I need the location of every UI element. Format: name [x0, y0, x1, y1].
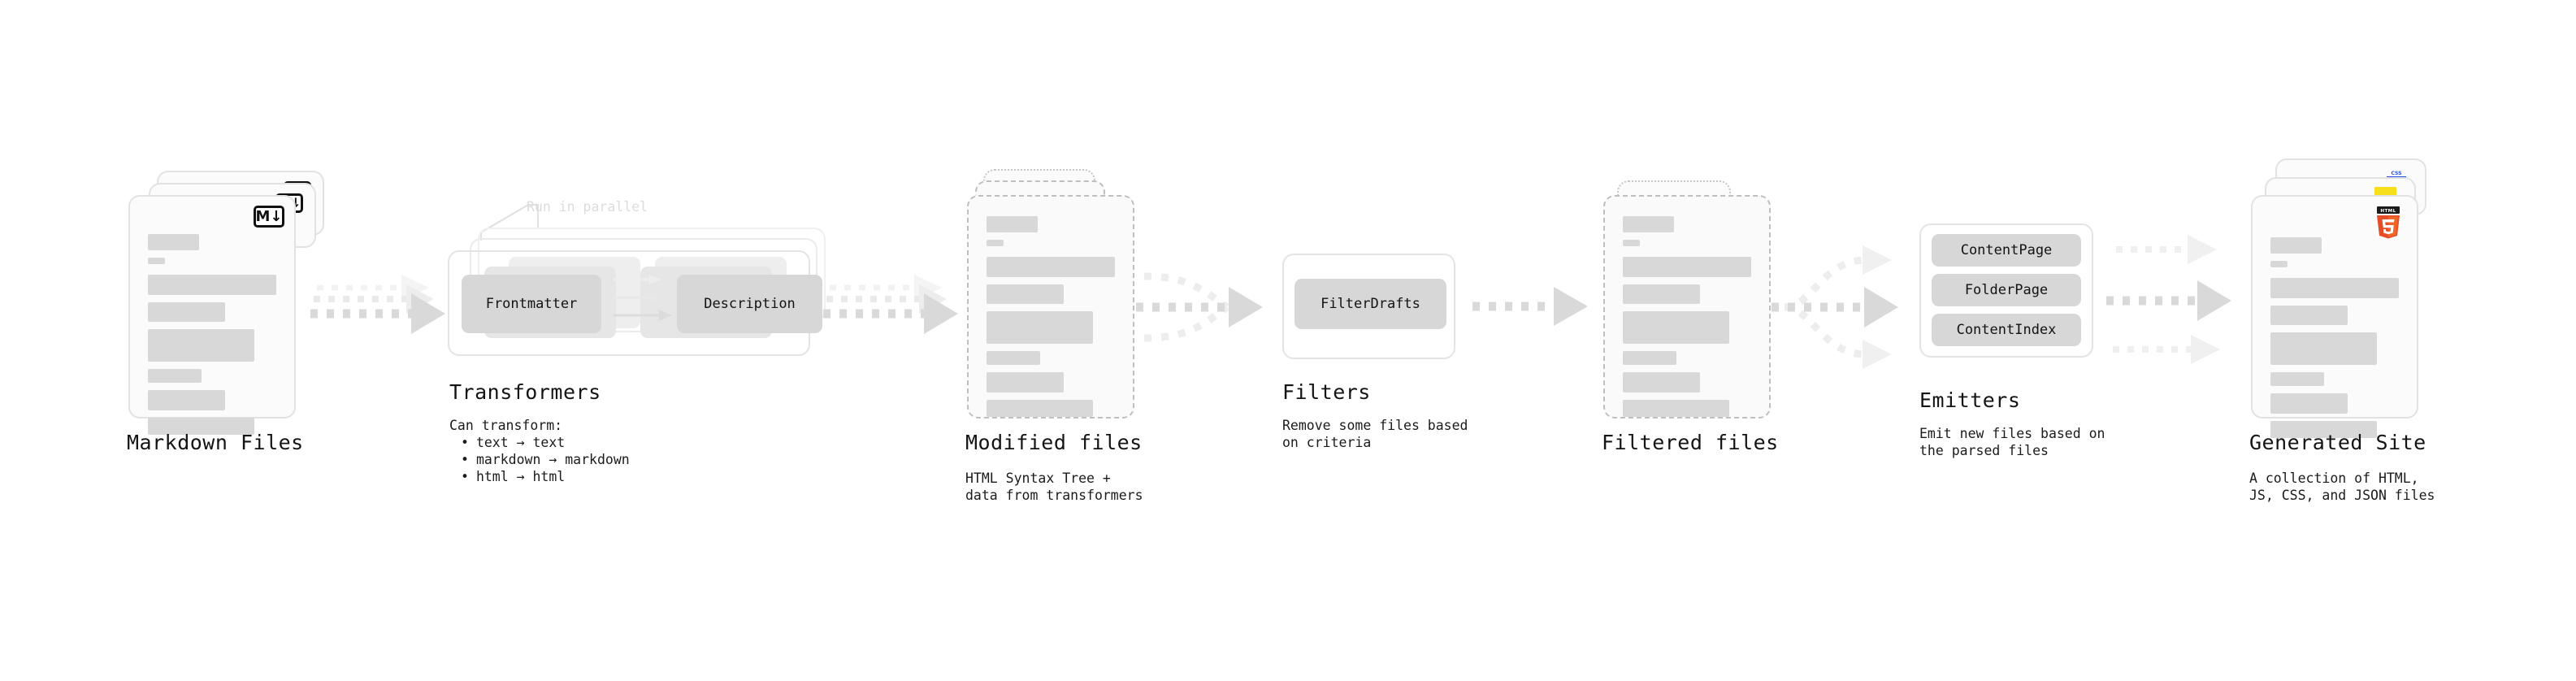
transformers-bullet-item: text → text: [461, 434, 630, 451]
content-bar: [2270, 278, 2399, 298]
content-bar: [2270, 237, 2322, 254]
generated-site-title: Generated Site: [2249, 431, 2426, 454]
content-bar: [1623, 351, 1677, 365]
arrow-modified-to-filters: [1136, 262, 1290, 359]
content-bar: [148, 369, 202, 383]
markdown-files-title: Markdown Files: [127, 431, 304, 454]
arrow-md-to-transformers: [310, 268, 457, 341]
transformers-bullets-lead: Can transform:: [449, 418, 563, 433]
transformers-bullet-item: html → html: [461, 468, 630, 485]
generated-site-card-front: HTML: [2251, 195, 2418, 438]
emitter-node-contentpage[interactable]: ContentPage: [1932, 234, 2081, 267]
svg-text:HTML: HTML: [2380, 209, 2396, 214]
filters-title: Filters: [1282, 380, 1371, 404]
emitter-node-folderpage[interactable]: FolderPage: [1932, 274, 2081, 306]
content-bar: [1623, 400, 1730, 417]
content-bar: [987, 240, 1004, 246]
transformer-node-frontmatter[interactable]: Frontmatter: [462, 275, 601, 333]
filters-subtitle: Remove some files based on criteria: [1282, 418, 1468, 450]
transformers-bullet-item: markdown → markdown: [461, 451, 630, 468]
content-bar: [148, 390, 225, 410]
content-bar: [1623, 311, 1730, 344]
generated-site-content: [2270, 237, 2399, 445]
content-bar: [987, 216, 1038, 232]
content-bar: [987, 400, 1094, 417]
content-bar: [1623, 372, 1700, 393]
content-bar: [2270, 261, 2288, 267]
transformers-bullets: Can transform: text → text markdown → ma…: [449, 417, 630, 485]
arrow-transformers-to-modified: [823, 268, 969, 341]
emitter-node-contentindex[interactable]: ContentIndex: [1932, 314, 2081, 346]
modified-files-title: Modified files: [965, 431, 1143, 454]
filter-node-filterdrafts[interactable]: FilterDrafts: [1295, 279, 1446, 329]
arrow-filtered-to-emitters: [1772, 237, 1926, 384]
transformer-inner-arrows: [614, 268, 703, 358]
emitters-title: Emitters: [1919, 388, 2021, 412]
filtered-file-content: [1623, 216, 1751, 424]
transformer-node-description[interactable]: Description: [677, 275, 822, 333]
content-bar: [2270, 393, 2348, 414]
arrow-emitters-to-site: [2106, 232, 2253, 370]
content-bar: [987, 257, 1115, 277]
emitters-subtitle: Emit new files based on the parsed files: [1919, 426, 2105, 458]
content-bar: [987, 351, 1041, 365]
content-bar: [2270, 332, 2378, 365]
markdown-icon: M↓: [254, 206, 284, 228]
content-bar: [1623, 284, 1700, 304]
content-bar: [148, 418, 255, 435]
run-in-parallel-label: Run in parallel: [527, 199, 648, 215]
modified-file-card-front: [967, 195, 1134, 419]
content-bar: [987, 284, 1064, 304]
content-bar: [148, 234, 199, 250]
content-bar: [1623, 216, 1674, 232]
content-bar: [2270, 421, 2378, 438]
content-bar: [987, 372, 1064, 393]
content-bar: [148, 275, 276, 295]
markdown-file-card-front: M↓: [128, 195, 296, 435]
markdown-file-content: [148, 234, 276, 442]
modified-file-content: [987, 216, 1115, 424]
content-bar: [148, 302, 225, 322]
modified-files-subtitle: HTML Syntax Tree + data from transformer…: [965, 471, 1143, 503]
html5-icon: HTML: [2373, 206, 2404, 239]
content-bar: [148, 329, 255, 362]
content-bar: [987, 311, 1094, 344]
content-bar: [2270, 306, 2348, 325]
transformers-title: Transformers: [449, 380, 601, 404]
generated-site-subtitle: A collection of HTML, JS, CSS, and JSON …: [2249, 471, 2435, 503]
content-bar: [148, 258, 165, 264]
content-bar: [1623, 257, 1751, 277]
svg-text:CSS: CSS: [2392, 171, 2402, 176]
content-bar: [1623, 240, 1640, 246]
arrow-filters-to-filtered: [1472, 284, 1602, 332]
content-bar: [2270, 372, 2325, 386]
filtered-files-title: Filtered files: [1602, 431, 1779, 454]
filtered-file-card-front: [1603, 195, 1771, 419]
